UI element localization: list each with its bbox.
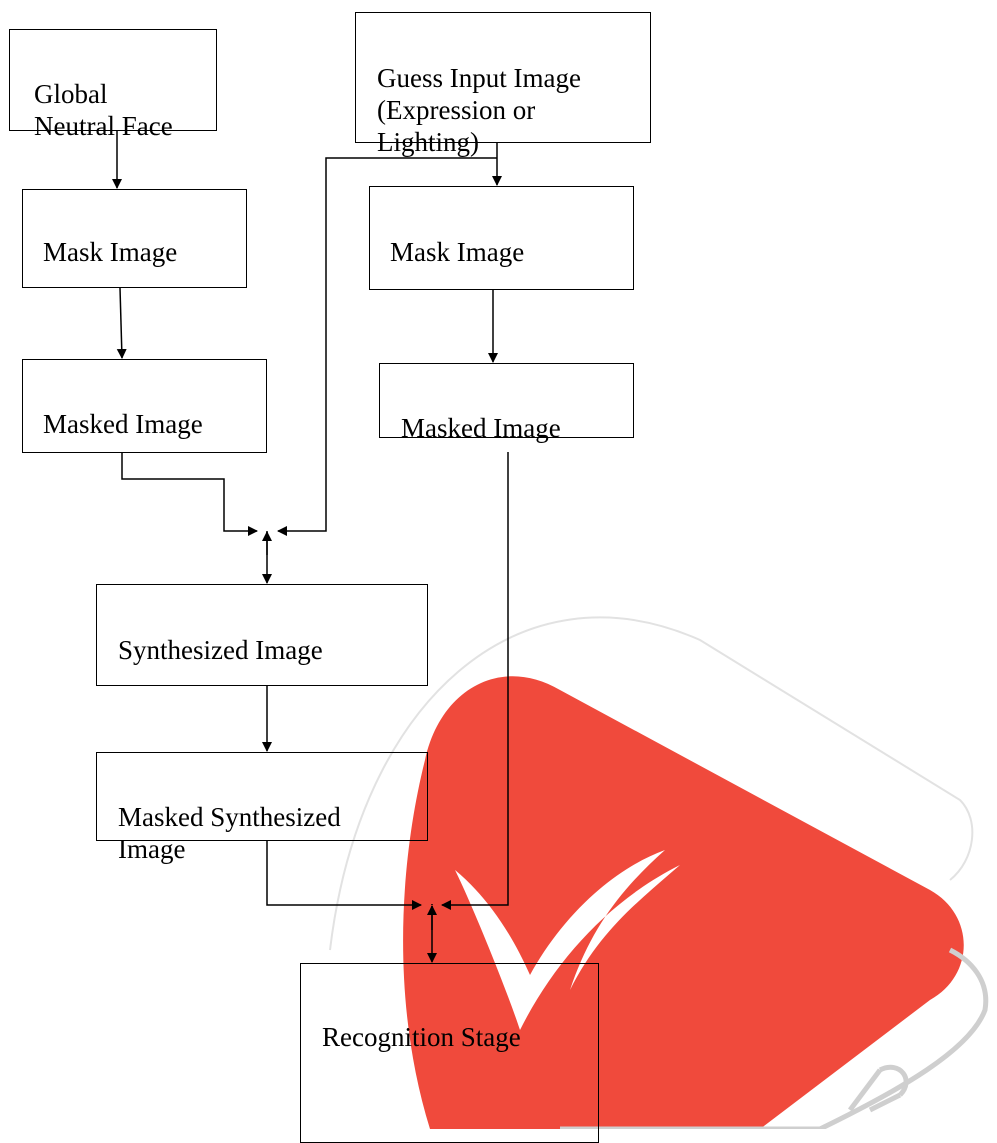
- watermark-grey-outline: [560, 947, 989, 1129]
- node-masked-image-right-label: Masked Image: [401, 413, 561, 443]
- node-masked-image-left-label: Masked Image: [43, 409, 203, 439]
- node-masked-image-left: Masked Image: [22, 359, 267, 453]
- node-mask-image-left-label: Mask Image: [43, 237, 178, 267]
- node-recognition-stage-label: Recognition Stage: [322, 1022, 521, 1052]
- node-mask-image-right: Mask Image: [369, 186, 634, 290]
- node-guess-input-image: Guess Input Image (Expression or Lightin…: [355, 12, 651, 157]
- node-recognition-stage: Recognition Stage: [300, 963, 599, 1143]
- node-global-neutral-face: Global Neutral Face: [9, 29, 217, 141]
- node-masked-image-right: Masked Image: [379, 363, 634, 443]
- edge-masked-left-to-merge-top: [121, 453, 258, 536]
- node-global-neutral-face-label: Global Neutral Face: [34, 79, 173, 141]
- node-guess-input-image-label: Guess Input Image (Expression or Lightin…: [377, 63, 581, 157]
- watermark-logo: [329, 616, 989, 1129]
- watermark-grey-letters: [848, 1064, 909, 1113]
- watermark-red-shape: [403, 676, 964, 1129]
- node-masked-synthesized-image-label: Masked Synthesized Image: [118, 802, 341, 864]
- node-mask-image-right-label: Mask Image: [390, 237, 525, 267]
- node-synthesized-image-label: Synthesized Image: [118, 635, 323, 665]
- node-mask-image-left: Mask Image: [22, 189, 247, 288]
- connectors: [112, 130, 509, 963]
- edge-masked-right-to-merge-bottom: [441, 452, 509, 910]
- edge-mask-left-to-masked-left: [116, 287, 127, 359]
- watermark-grey-arc: [329, 616, 974, 951]
- edge-guess-to-merge-top: [277, 157, 497, 536]
- edge-masked-synthesized-to-merge: [266, 841, 422, 910]
- watermark-book-icon: [455, 850, 680, 1030]
- node-synthesized-image: Synthesized Image: [96, 584, 428, 686]
- node-masked-synthesized-image: Masked Synthesized Image: [96, 752, 428, 864]
